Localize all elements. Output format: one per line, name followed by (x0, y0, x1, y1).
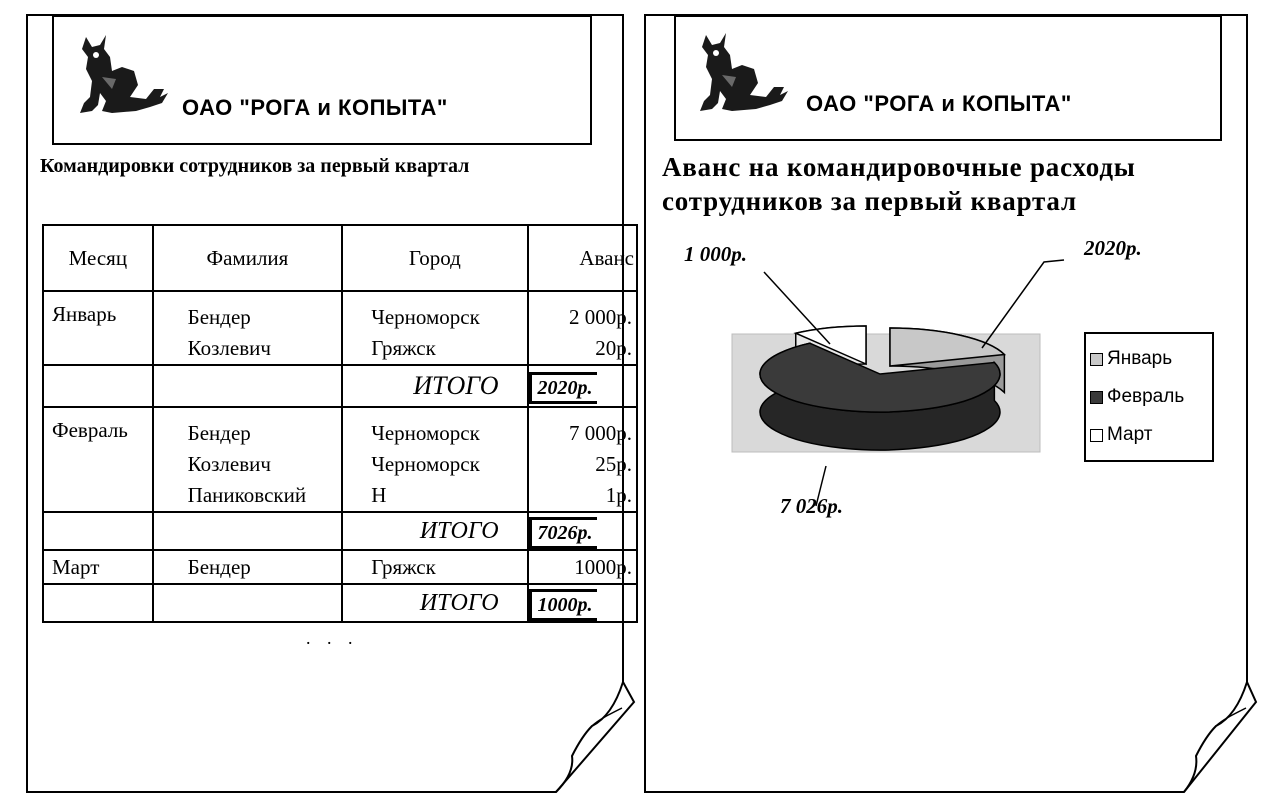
legend-item: Март (1090, 416, 1208, 454)
surname-cell: Козлевич (187, 336, 271, 360)
leader-line-march (763, 271, 831, 345)
total-row: ИТОГО 2020р. (42, 364, 639, 408)
column-header: Месяц (42, 224, 154, 292)
column-header: Аванс (526, 224, 639, 292)
report-table: Месяц Фамилия Город Аванс Январь Бендер … (42, 224, 639, 623)
total-value: 2020р. (528, 372, 597, 404)
surname-cell: Бендер (187, 421, 251, 445)
bull-logo (80, 35, 168, 113)
chart-page: ОАО "РОГА и КОПЫТА" Аванс на командирово… (644, 14, 1258, 794)
surname-cell: Бендер (187, 305, 251, 329)
total-value: 7026р. (528, 517, 597, 549)
letterhead: ОАО "РОГА и КОПЫТА" (52, 15, 592, 145)
pie-slice-Январь (889, 327, 1007, 367)
city-cell: Черноморск (371, 452, 480, 476)
legend-label: Январь (1107, 348, 1173, 369)
city-cell: Н (371, 483, 387, 507)
legend-label: Март (1107, 424, 1153, 445)
city-cell: Черноморск (371, 305, 480, 329)
city-cell: Черноморск (371, 421, 480, 445)
data-label-january: 2020р. (1084, 236, 1142, 260)
leader-line-february (815, 465, 827, 507)
report-title: Командировки сотрудников за первый кварт… (40, 155, 470, 177)
table-row: Январь Бендер Козлевич Черноморск Гряжск… (42, 290, 639, 366)
legend-item: Февраль (1090, 378, 1208, 416)
column-header: Фамилия (151, 224, 344, 292)
continuation-dots: . . . (306, 628, 359, 648)
total-label: ИТОГО (419, 589, 499, 616)
month-cell: Январь (52, 302, 117, 326)
table-row: Февраль Бендер Козлевич Паниковский Черн… (42, 406, 639, 513)
letterhead: ОАО "РОГА и КОПЫТА" (674, 15, 1222, 141)
surname-cell: Бендер (187, 555, 251, 579)
chart-title: Аванс на командировочные расходы сотрудн… (662, 152, 1136, 216)
legend-label: Февраль (1107, 386, 1185, 407)
total-row: ИТОГО 7026р. (42, 511, 639, 551)
pie-slice-Февраль (759, 342, 1001, 413)
data-label-february: 7 026р. (780, 494, 843, 518)
advance-cell: 1000р. (574, 555, 632, 579)
advance-cell: 20р. (595, 336, 632, 360)
total-label: ИТОГО (419, 517, 499, 544)
advance-cell: 7 000р. (569, 421, 632, 445)
city-cell: Гряжск (371, 555, 436, 579)
month-cell: Март (52, 555, 100, 579)
advance-cell: 1р. (605, 483, 632, 507)
chart-legend: Январь Февраль Март (1084, 332, 1214, 462)
table-header-row: Месяц Фамилия Город Аванс (42, 224, 639, 292)
legend-swatch (1090, 428, 1103, 442)
total-row: ИТОГО 1000р. (42, 583, 639, 623)
pie-slice-Март (793, 325, 867, 366)
month-cell: Февраль (52, 418, 128, 442)
legend-swatch (1090, 352, 1103, 366)
company-name: ОАО "РОГА и КОПЫТА" (182, 95, 448, 120)
legend-swatch (1090, 390, 1103, 404)
leader-line-january (981, 259, 1065, 349)
total-label: ИТОГО (413, 371, 499, 400)
bull-logo (700, 33, 788, 111)
data-label-march: 1 000р. (684, 242, 747, 266)
surname-cell: Паниковский (187, 483, 307, 507)
column-header: Город (341, 224, 529, 292)
pie-chart (731, 259, 1065, 507)
table-row: Март Бендер Гряжск 1000р. (42, 549, 639, 585)
surname-cell: Козлевич (187, 452, 271, 476)
company-name: ОАО "РОГА и КОПЫТА" (806, 91, 1072, 116)
advance-cell: 25р. (595, 452, 632, 476)
report-page: ОАО "РОГА и КОПЫТА" Командировки сотрудн… (26, 14, 639, 794)
city-cell: Гряжск (371, 336, 436, 360)
legend-item: Январь (1090, 340, 1208, 378)
total-value: 1000р. (528, 589, 597, 621)
advance-cell: 2 000р. (569, 305, 632, 329)
